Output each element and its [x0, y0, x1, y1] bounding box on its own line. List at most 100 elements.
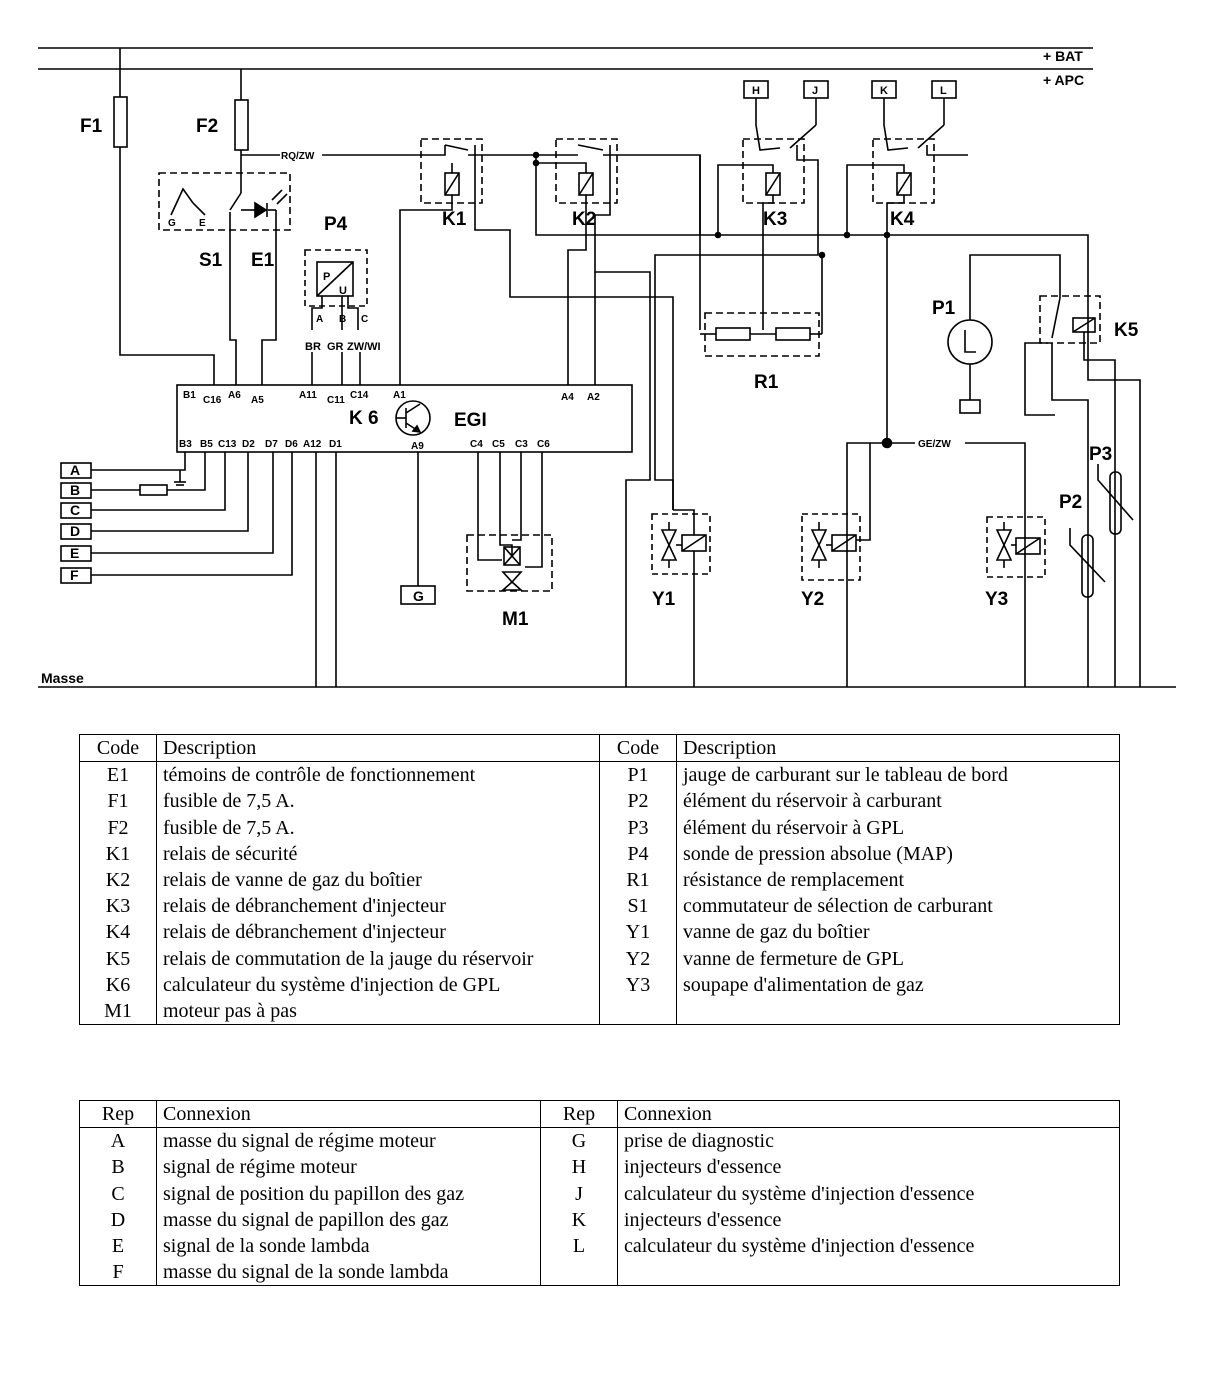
connections-desc-right: prise de diagnostic: [617, 1127, 1120, 1155]
codes-desc-right: vanne de fermeture de GPL: [676, 945, 1120, 972]
pin-c5: C5: [492, 439, 505, 450]
codes-code-right: Y3: [599, 971, 677, 999]
terminal-e-label: E: [70, 545, 79, 561]
pin-d1: D1: [329, 439, 342, 450]
codes-desc-right: jauge de carburant sur le tableau de bor…: [676, 761, 1120, 789]
connections-code-right: G: [540, 1127, 618, 1155]
codes-table-header: Code Description Code Description: [79, 734, 1120, 763]
terminal-k-label: K: [880, 85, 888, 97]
valve-y3-box: [986, 516, 1046, 578]
pin-a11: A11: [299, 390, 317, 401]
codes-code: K2: [79, 867, 157, 894]
p4-pin-u: U: [339, 285, 347, 297]
apc-label: + APC: [1043, 72, 1084, 88]
pin-b1: B1: [183, 390, 196, 401]
fuel-gauge-p1-icon: [947, 319, 993, 365]
codes-desc-right: sonde de pression absolue (MAP): [676, 840, 1120, 868]
terminal-g-label: G: [413, 588, 424, 604]
switch-s1-box: [158, 172, 291, 231]
y3-label: Y3: [985, 589, 1008, 610]
connections-desc-right: injecteurs d'essence: [617, 1206, 1120, 1234]
connections-desc: masse du signal de papillon des gaz: [156, 1206, 541, 1234]
relay-k5-box: [1039, 295, 1101, 344]
codes-desc: relais de débranchement d'injecteur: [156, 919, 600, 946]
terminal-b-label: B: [70, 482, 80, 498]
s1-pin-e: E: [199, 218, 206, 229]
p4-pin-b: B: [339, 314, 346, 325]
codes-desc: relais de commutation de la jauge du rés…: [156, 945, 600, 972]
terminal-l-label: L: [940, 85, 947, 97]
codes-desc-right: élément du réservoir à GPL: [676, 814, 1120, 841]
valve-y1-box: [651, 513, 711, 575]
fuse-f1: [113, 96, 128, 148]
s1-label: S1: [199, 250, 223, 271]
connections-code-right: K: [540, 1206, 618, 1234]
codes-desc-right: commutateur de sélection de carburant: [676, 893, 1120, 920]
codes-desc: relais de vanne de gaz du boîtier: [156, 867, 600, 894]
pin-c4: C4: [470, 439, 483, 450]
codes-desc: fusible de 7,5 A.: [156, 788, 600, 815]
codes-code-right: P3: [599, 814, 677, 841]
codes-code-right: [599, 998, 677, 1025]
terminal-c-label: C: [70, 502, 80, 518]
connections-code-right: H: [540, 1154, 618, 1181]
pin-b5: B5: [200, 439, 213, 450]
connections-desc: masse du signal de la sonde lambda: [156, 1259, 541, 1286]
wire-label-zwwi: ZW/WI: [347, 341, 381, 353]
pin-a5: A5: [251, 395, 264, 406]
wire-label-gr: GR: [327, 341, 344, 353]
codes-code-right: P2: [599, 788, 677, 815]
p4-pin-a: A: [316, 314, 323, 325]
y2-label: Y2: [801, 589, 824, 610]
connections-code: E: [79, 1233, 157, 1260]
bat-label: + BAT: [1043, 48, 1083, 64]
connections-code: C: [79, 1180, 157, 1207]
pin-c14: C14: [350, 390, 369, 401]
codes-desc: calculateur du système d'injection de GP…: [156, 971, 600, 999]
connections-code-right: L: [540, 1233, 618, 1260]
stepper-motor-m1-box: [466, 534, 553, 592]
connections-code-right: J: [540, 1180, 618, 1207]
k6-label: K 6: [349, 408, 379, 429]
codes-code: K3: [79, 893, 157, 920]
codes-header-code: Code: [79, 734, 157, 763]
pin-d7: D7: [265, 439, 278, 450]
k5-label: K5: [1114, 320, 1139, 341]
lpg-tank-sensor-p3: [1109, 471, 1122, 535]
codes-desc-right: élément du réservoir à carburant: [676, 788, 1120, 815]
pin-c13: C13: [218, 439, 237, 450]
terminal-g-box: [400, 585, 436, 605]
codes-code: E1: [79, 761, 157, 789]
connections-header-desc: Connexion: [156, 1100, 541, 1129]
codes-code-right: R1: [599, 867, 677, 894]
p3-label: P3: [1089, 444, 1112, 465]
connections-code: A: [79, 1127, 157, 1155]
codes-code: K6: [79, 971, 157, 999]
connections-desc-right: [617, 1259, 1120, 1286]
connections-desc: masse du signal de régime moteur: [156, 1127, 541, 1155]
pin-d6: D6: [285, 439, 298, 450]
terminal-j-label: J: [812, 85, 818, 97]
pin-a9: A9: [411, 441, 424, 452]
codes-code: K5: [79, 945, 157, 972]
egi-label: EGI: [454, 410, 487, 431]
terminal-f-label: F: [70, 567, 79, 583]
k1-label: K1: [442, 209, 467, 230]
terminal-a-label: A: [70, 462, 80, 478]
k3-label: K3: [763, 209, 787, 230]
codes-code-right: P4: [599, 840, 677, 868]
connections-desc-right: calculateur du système d'injection d'ess…: [617, 1180, 1120, 1207]
connections-desc-right: calculateur du système d'injection d'ess…: [617, 1233, 1120, 1260]
codes-code-right: Y1: [599, 919, 677, 946]
ecu-k6-box: [176, 384, 633, 453]
codes-header-code-2: Code: [599, 734, 677, 763]
